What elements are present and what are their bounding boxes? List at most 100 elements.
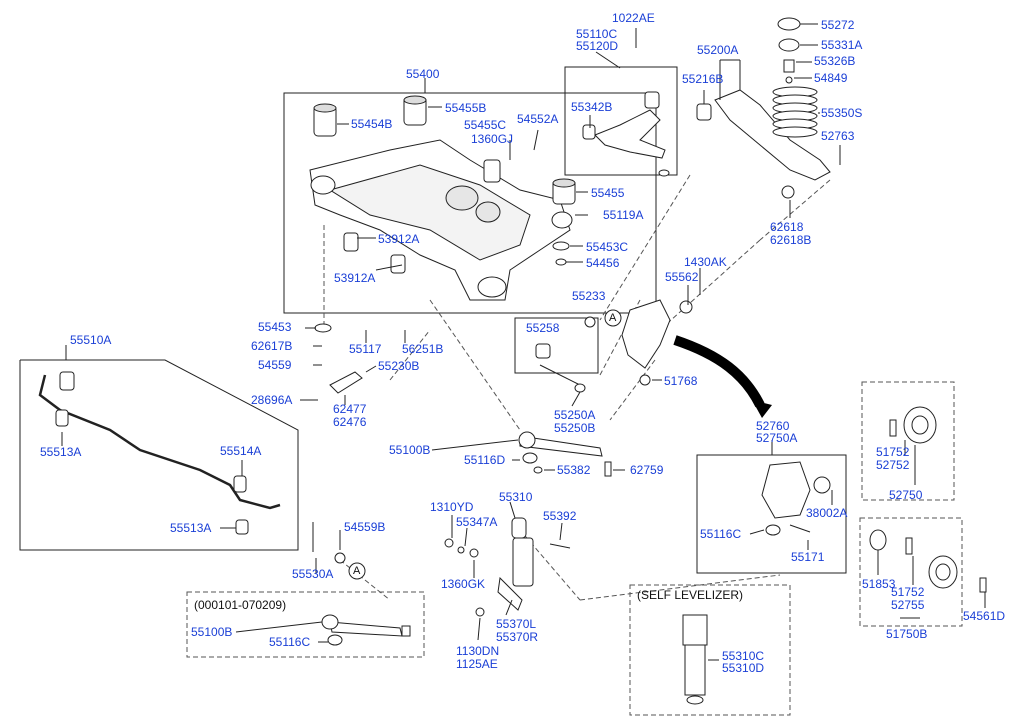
date-range-note: (000101-070209) bbox=[194, 598, 287, 612]
part-label[interactable]: 54552A bbox=[517, 112, 559, 126]
part-label[interactable]: 55200A bbox=[697, 43, 739, 57]
part-label[interactable]: 28696A bbox=[251, 393, 293, 407]
hub-box-1 bbox=[861, 381, 955, 501]
part-label[interactable]: 55514A bbox=[220, 444, 262, 458]
leader-lines bbox=[61, 23, 986, 661]
part-label[interactable]: 1022AE bbox=[612, 11, 655, 25]
part-label[interactable]: 1310YD bbox=[430, 500, 474, 514]
part-label[interactable]: 52750 bbox=[889, 488, 923, 502]
part-label[interactable]: 55392 bbox=[543, 509, 577, 523]
part-label[interactable]: 1360GK bbox=[441, 577, 486, 591]
part-label[interactable]: 55116C bbox=[700, 527, 742, 541]
part-label[interactable]: 55117 bbox=[349, 342, 382, 356]
part-label[interactable]: 52755 bbox=[891, 598, 925, 612]
part-label[interactable]: 53912A bbox=[334, 271, 376, 285]
part-label[interactable]: 55513A bbox=[40, 445, 82, 459]
shock-drawing bbox=[444, 517, 708, 705]
part-label[interactable]: 53912A bbox=[378, 232, 420, 246]
self-leveling-box bbox=[629, 584, 791, 716]
part-label[interactable]: 55370R bbox=[496, 630, 539, 644]
part-label[interactable]: 54849 bbox=[814, 71, 848, 85]
part-label[interactable]: 55100B bbox=[191, 625, 233, 639]
part-label[interactable]: 55272 bbox=[821, 18, 855, 32]
part-label[interactable]: 55310 bbox=[499, 490, 533, 504]
part-label[interactable]: 1125AE bbox=[456, 657, 498, 671]
part-label[interactable]: 51750B bbox=[886, 627, 928, 641]
part-label[interactable]: 55116C bbox=[269, 635, 311, 649]
part-label[interactable]: 55455 bbox=[591, 186, 625, 200]
part-label[interactable]: 55455C bbox=[464, 118, 507, 132]
legacy-arm-box bbox=[186, 591, 425, 658]
knuckle-drawing bbox=[621, 299, 693, 386]
part-label[interactable]: 51853 bbox=[862, 577, 896, 591]
hub-box-2 bbox=[859, 517, 963, 627]
part-label[interactable]: 55100B bbox=[389, 443, 431, 457]
stabilizer-box bbox=[19, 359, 299, 551]
part-label[interactable]: 55513A bbox=[170, 521, 212, 535]
part-label[interactable]: 52750A bbox=[756, 431, 798, 445]
upper-arm-drawing bbox=[582, 91, 670, 177]
part-label[interactable]: 55350S bbox=[821, 106, 863, 120]
part-label[interactable]: 51768 bbox=[664, 374, 698, 388]
part-label[interactable]: 55331A bbox=[821, 38, 863, 52]
part-label[interactable]: 1430AK bbox=[684, 255, 727, 269]
part-label[interactable]: 55119A bbox=[603, 208, 644, 222]
part-label[interactable]: 55382 bbox=[557, 463, 591, 477]
part-label[interactable]: 55347A bbox=[456, 515, 498, 529]
part-label[interactable]: 56251B bbox=[402, 342, 444, 356]
part-label[interactable]: 55453C bbox=[586, 240, 629, 254]
part-label[interactable]: 55400 bbox=[406, 67, 440, 81]
part-label[interactable]: 55326B bbox=[814, 54, 856, 68]
part-label[interactable]: 54456 bbox=[586, 256, 620, 270]
part-label[interactable]: 52752 bbox=[876, 458, 910, 472]
part-label[interactable]: 55250A bbox=[554, 408, 596, 422]
part-label[interactable]: 62617B bbox=[251, 339, 293, 353]
part-label[interactable]: 55455B bbox=[445, 101, 487, 115]
spring-drawing bbox=[772, 17, 818, 138]
part-label[interactable]: 55110C bbox=[576, 27, 618, 41]
part-label[interactable]: 51752 bbox=[876, 445, 910, 459]
subframe-drawing bbox=[309, 139, 571, 301]
part-label[interactable]: 55250B bbox=[554, 421, 596, 435]
part-label[interactable]: 38002A bbox=[806, 506, 848, 520]
subframe-box bbox=[283, 92, 657, 314]
part-label[interactable]: 1360GJ bbox=[471, 132, 514, 146]
part-label[interactable]: 62477 bbox=[333, 402, 367, 416]
self-leveling-note: (SELF LEVELIZER) bbox=[637, 588, 744, 602]
part-label[interactable]: 62476 bbox=[333, 415, 367, 429]
upper-arm-box bbox=[564, 66, 678, 176]
part-label[interactable]: 55120D bbox=[576, 39, 619, 53]
part-label[interactable]: 55230B bbox=[378, 359, 420, 373]
lower-link-drawing bbox=[321, 431, 612, 646]
part-label[interactable]: 55454B bbox=[351, 117, 393, 131]
part-label[interactable]: 62618B bbox=[770, 233, 812, 247]
part-label[interactable]: 1130DN bbox=[456, 644, 500, 658]
part-label[interactable]: 55216B bbox=[682, 72, 724, 86]
part-label[interactable]: 55258 bbox=[526, 321, 560, 335]
reference-marker-a: A bbox=[353, 565, 361, 577]
part-label[interactable]: 54559B bbox=[344, 520, 386, 534]
part-label[interactable]: 55510A bbox=[70, 333, 112, 347]
part-label[interactable]: 52760 bbox=[756, 419, 790, 433]
part-label[interactable]: 55562 bbox=[665, 270, 699, 284]
reference-marker-a: A bbox=[609, 312, 617, 324]
part-label[interactable]: 55342B bbox=[571, 100, 613, 114]
part-label[interactable]: 55310C bbox=[722, 649, 765, 663]
part-label[interactable]: 55530A bbox=[292, 567, 334, 581]
part-label[interactable]: 62759 bbox=[630, 463, 664, 477]
stabilizer-drawing bbox=[38, 374, 281, 510]
part-label[interactable]: 55233 bbox=[572, 289, 606, 303]
part-label[interactable]: 55453 bbox=[258, 320, 292, 334]
part-label[interactable]: 62618 bbox=[770, 220, 804, 234]
part-label[interactable]: 54561D bbox=[963, 609, 1006, 623]
part-label[interactable]: 54559 bbox=[258, 358, 292, 372]
part-label[interactable]: 55171 bbox=[791, 550, 825, 564]
part-label[interactable]: 55116D bbox=[464, 453, 506, 467]
part-label[interactable]: 52763 bbox=[821, 129, 855, 143]
part-label[interactable]: 51752 bbox=[891, 585, 925, 599]
part-label[interactable]: 55370L bbox=[496, 617, 537, 631]
part-label[interactable]: 55310D bbox=[722, 661, 765, 675]
lower-arm-drawing bbox=[696, 89, 831, 199]
